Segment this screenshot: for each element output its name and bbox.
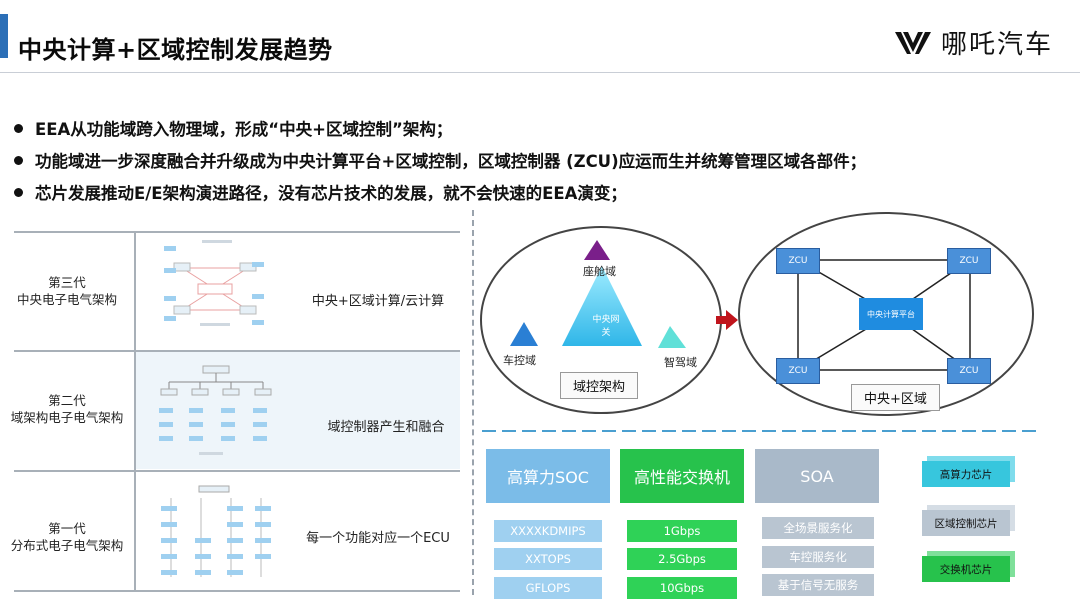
vehicle-control-domain-label: 车控域 — [503, 354, 536, 367]
page-title: 中央计算+区域控制发展趋势 — [18, 36, 333, 64]
soc-spec: XXXXKDMIPS — [494, 520, 602, 542]
chip-cube — [922, 510, 1010, 536]
right-arrow-icon — [716, 310, 738, 330]
gen3-diagram — [164, 240, 264, 326]
brand-logo: 哪吒汽车 — [893, 24, 1053, 61]
zcu-node: ZCU — [947, 358, 991, 384]
zcu-node: ZCU — [947, 248, 991, 274]
chip-cube — [922, 556, 1010, 582]
chip-label: 交换机芯片 — [939, 563, 993, 576]
bullet-list: EEA从功能域跨入物理域，形成“中央+区域控制”架构； 功能域进一步深度融合并升… — [10, 112, 866, 208]
gen2-label: 第二代 域架构电子电气架构 — [10, 393, 124, 425]
switch-spec: 2.5Gbps — [627, 548, 737, 570]
zonal-architecture-caption: 中央+区域 — [851, 384, 940, 411]
zcu-node: ZCU — [776, 248, 820, 274]
bullet-item: 功能域进一步深度融合并升级成为中央计算平台+区域控制，区域控制器 (ZCU)应运… — [10, 144, 866, 176]
header-divider — [0, 72, 1080, 73]
soa-spec: 车控服务化 — [762, 546, 874, 568]
tech-column-title: 高性能交换机 — [620, 449, 744, 503]
gen2-desc: 域控制器产生和融合 — [327, 420, 445, 435]
table-line — [14, 231, 460, 233]
tech-column-title: 高算力SOC — [486, 449, 610, 503]
chip-label: 高算力芯片 — [939, 468, 993, 481]
zcu-node: ZCU — [776, 358, 820, 384]
gen1-label: 第一代 分布式电子电气架构 — [10, 521, 124, 553]
bullet-dot-icon — [14, 123, 23, 133]
soa-spec: 全场景服务化 — [762, 517, 874, 539]
header-accent-bar — [0, 14, 8, 58]
brand-name: 哪吒汽车 — [941, 30, 1054, 60]
switch-spec: 1Gbps — [627, 520, 737, 542]
section-divider — [472, 210, 474, 595]
bullet-dot-icon — [14, 187, 23, 197]
domain-architecture-diagram — [510, 240, 686, 348]
bullet-dot-icon — [14, 155, 23, 165]
gen2-diagram — [159, 365, 272, 455]
gen3-desc: 中央+区域计算/云计算 — [311, 294, 445, 309]
neta-logo-icon — [895, 31, 931, 54]
gen1-diagram — [161, 485, 271, 577]
central-computing-platform: 中央计算平台 — [859, 298, 923, 330]
soc-spec: GFLOPS — [494, 577, 602, 599]
gen3-label: 第三代 中央电子电气架构 — [16, 275, 117, 307]
soa-spec: 基于信号无服务 — [762, 574, 874, 596]
bullet-item: 芯片发展推动E/E架构演进路径，没有芯片技术的发展，就不会快速的EEA演变； — [10, 176, 866, 208]
chip-cube — [922, 461, 1010, 487]
table-line — [14, 350, 460, 352]
adas-domain-label: 智驾域 — [664, 356, 697, 369]
chip-label: 区域控制芯片 — [934, 517, 998, 530]
domain-architecture-caption: 域控架构 — [560, 372, 639, 399]
central-gateway-label: 中央网关 — [592, 315, 620, 338]
gen1-desc: 每一个功能对应一个ECU — [306, 531, 450, 546]
switch-spec: 10Gbps — [627, 577, 737, 599]
soc-spec: XXTOPS — [494, 548, 602, 570]
table-line — [14, 590, 460, 592]
cockpit-domain-label: 座舱域 — [583, 265, 616, 278]
tech-divider — [482, 430, 1038, 432]
table-line — [14, 470, 460, 472]
tech-column-title: SOA — [755, 449, 879, 503]
table-column-line — [134, 231, 136, 591]
bullet-item: EEA从功能域跨入物理域，形成“中央+区域控制”架构； — [10, 112, 866, 144]
